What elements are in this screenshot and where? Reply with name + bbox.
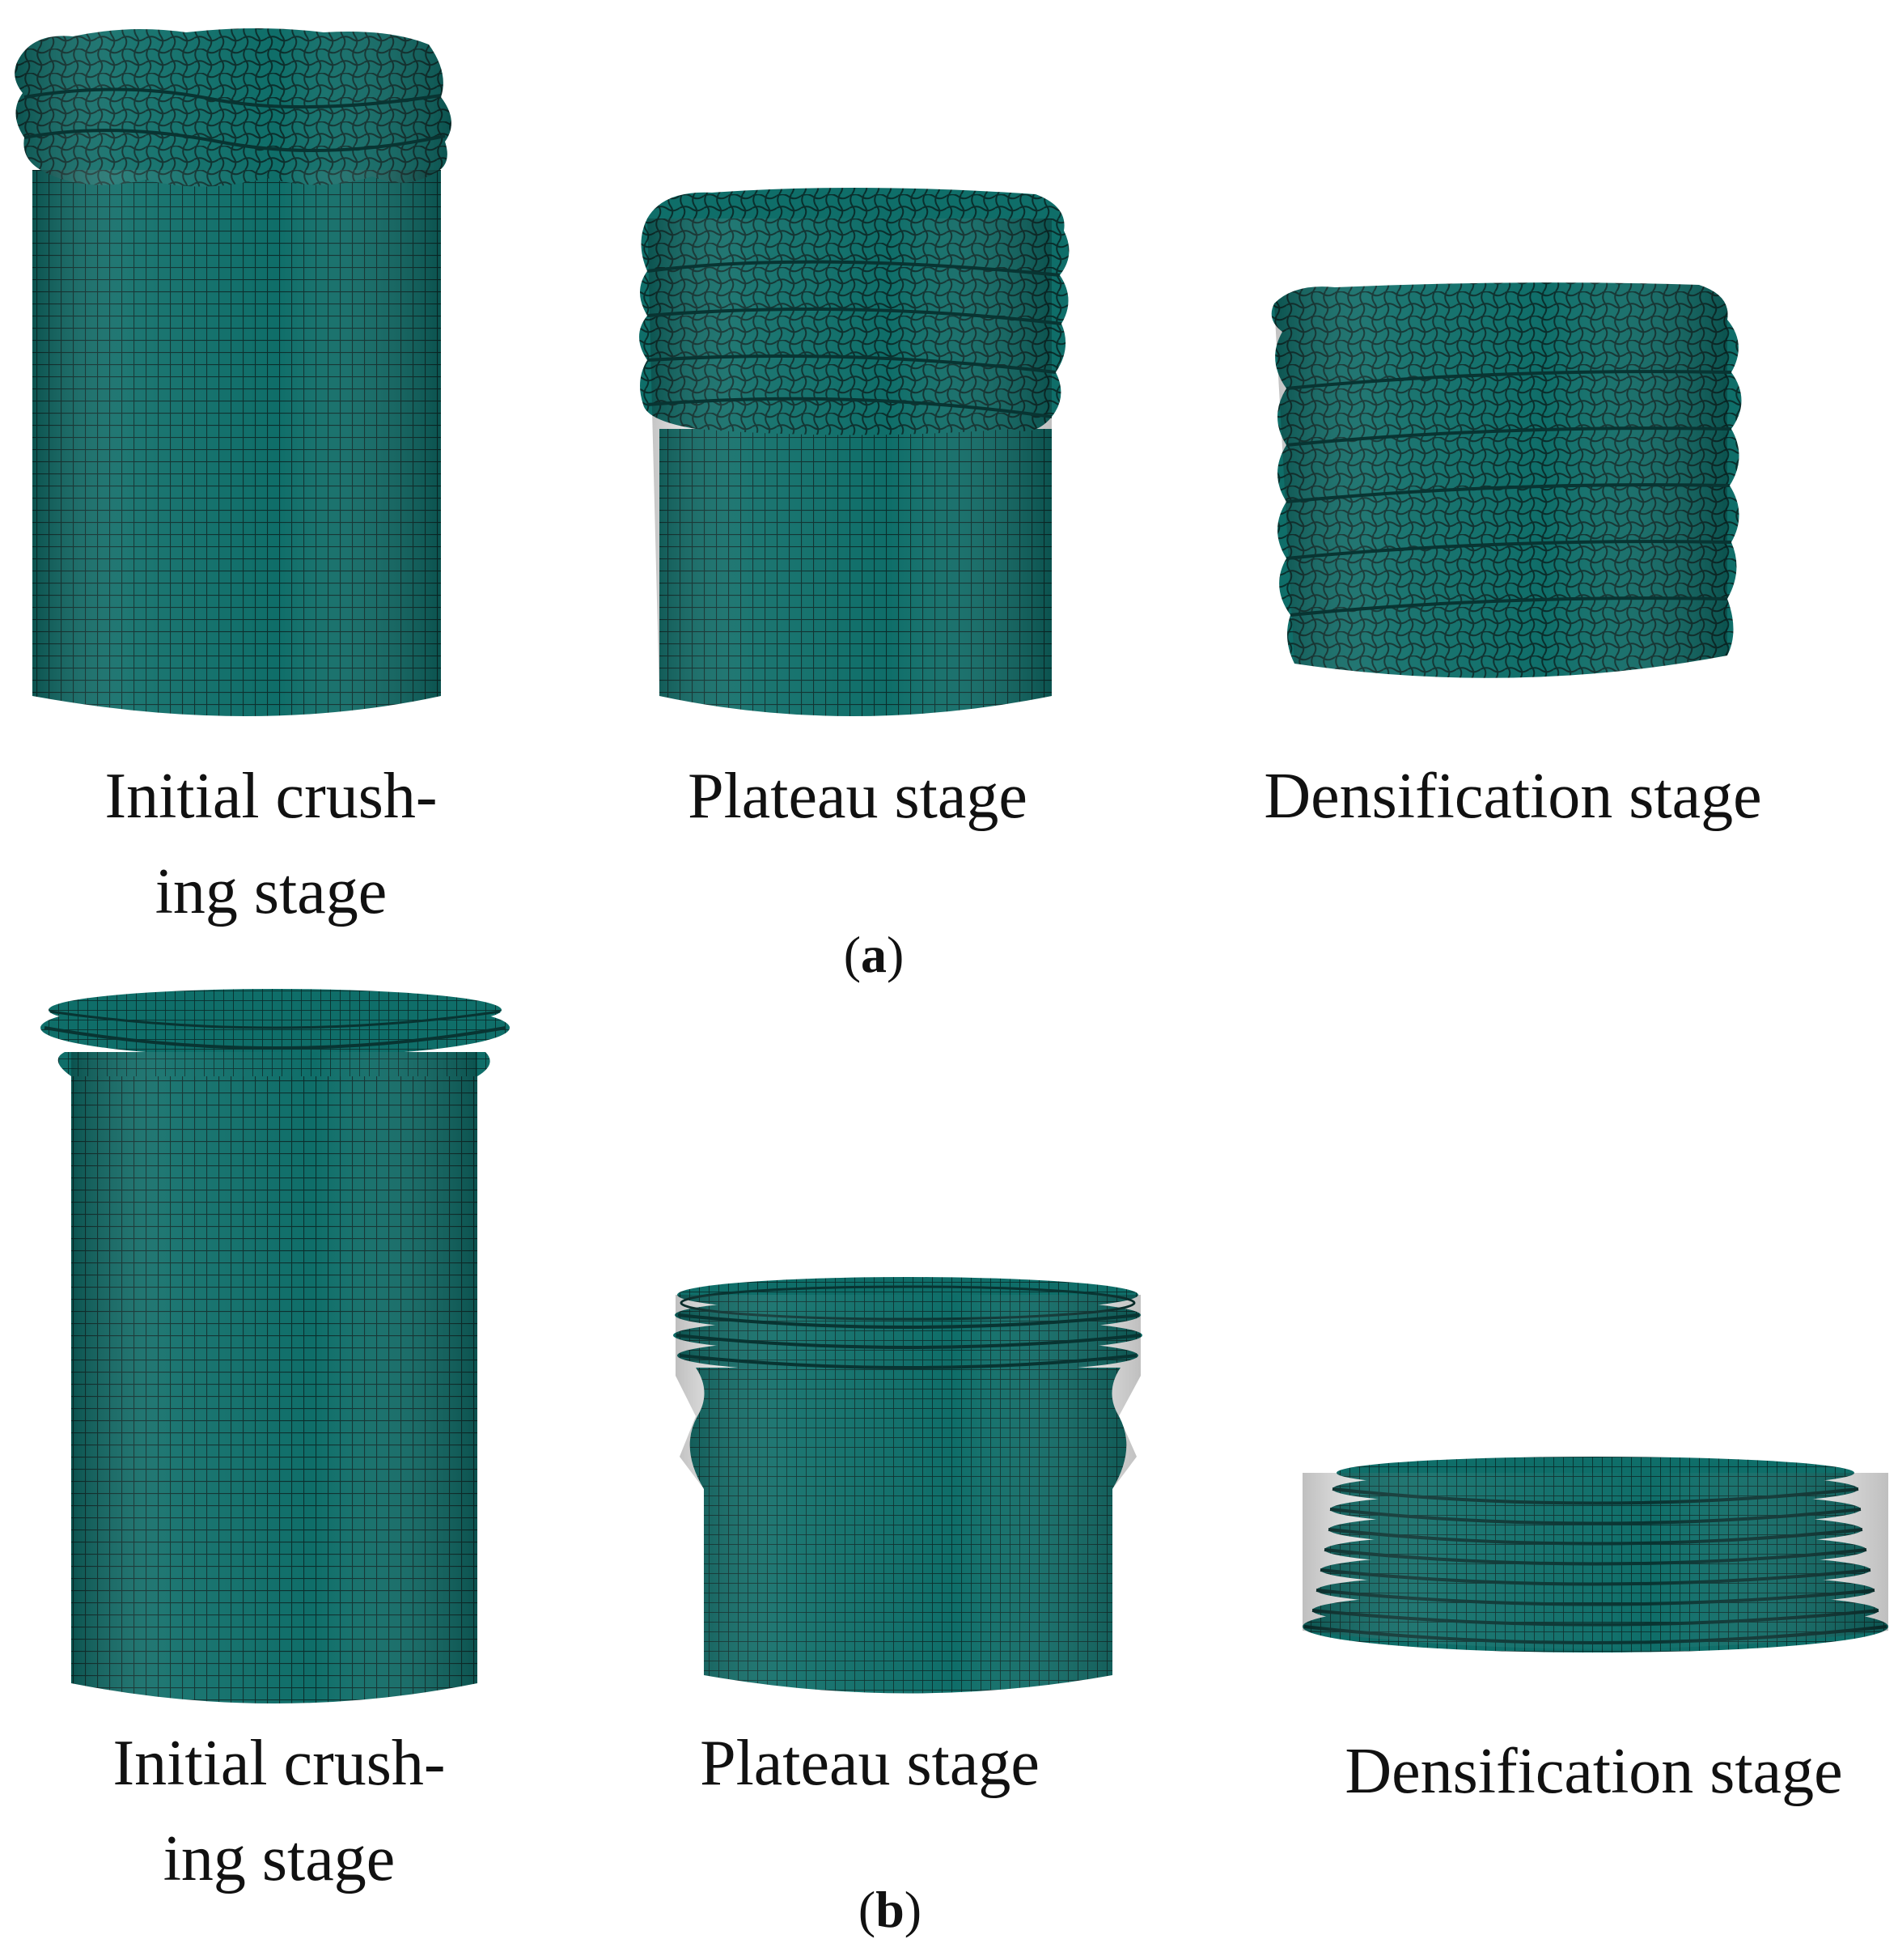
caption-a-initial: Initial crush- ing stage [104, 761, 438, 927]
panel-b [40, 989, 1888, 1703]
mesh-model-b-initial [40, 989, 510, 1703]
caption-a-densification: Densification stage [1264, 761, 1762, 832]
caption-b-initial: Initial crush- ing stage [112, 1728, 446, 1894]
caption-a-plateau: Plateau stage [688, 761, 1027, 832]
panel-label-a: (a) [843, 926, 905, 983]
mesh-model-a-densification [1271, 282, 1742, 678]
panel-label-b: (b) [858, 1881, 922, 1938]
mesh-model-a-initial [15, 28, 451, 716]
panel-a [15, 28, 1742, 716]
caption-b-plateau: Plateau stage [700, 1728, 1040, 1799]
mesh-model-b-densification [1303, 1457, 1888, 1652]
mesh-model-b-plateau [673, 1277, 1142, 1694]
mesh-model-a-plateau [639, 187, 1070, 716]
caption-b-densification: Densification stage [1345, 1736, 1843, 1807]
